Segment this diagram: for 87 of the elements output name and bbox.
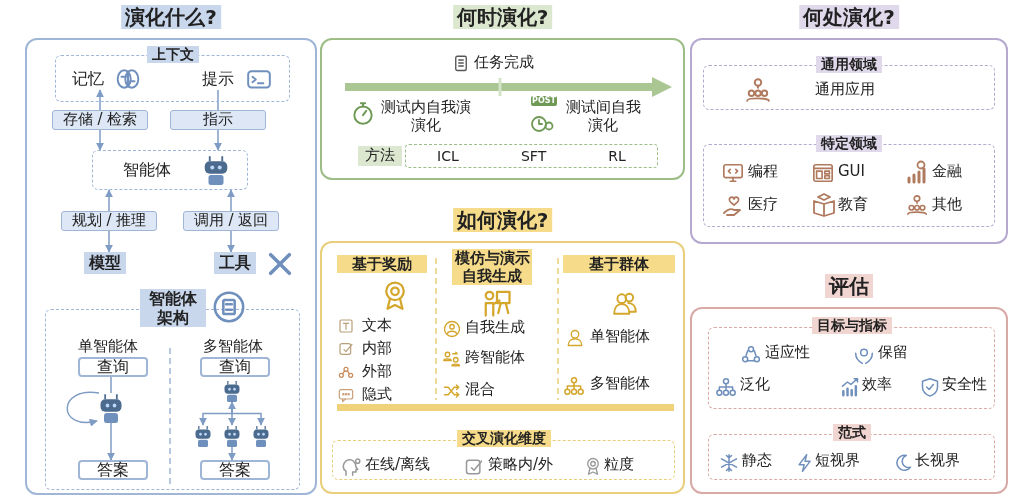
item-label: 泛化 — [740, 375, 770, 393]
item-label: 跨智能体 — [465, 348, 525, 366]
post-badge: POST — [531, 96, 557, 106]
item-label: 编程 — [748, 162, 778, 180]
context-label: 提示 — [198, 68, 238, 90]
item-label: 金融 — [932, 162, 962, 180]
method-row — [405, 144, 658, 168]
section-title: 何时演化? — [452, 5, 553, 29]
section-panel — [690, 274, 1008, 494]
item-label: 粒度 — [604, 455, 634, 473]
query-box: 答案 — [78, 460, 148, 480]
column-header: 模仿与演示自我生成 — [452, 249, 532, 285]
section-panel — [320, 5, 685, 180]
dashed-group-box — [708, 317, 995, 409]
dashed-group-box — [703, 135, 995, 227]
dashed-group-box — [703, 56, 995, 110]
item-label: 多智能体 — [590, 374, 650, 392]
item-label: 单智能体 — [77, 337, 139, 355]
agent-label: 智能体 — [123, 160, 171, 180]
agent-box — [92, 150, 248, 190]
group-heading: 通用领域 — [816, 56, 882, 73]
item-label: 测试内自我演演化 — [380, 98, 472, 134]
item-label: 效率 — [862, 375, 892, 393]
group-heading: 智能体架构 — [139, 289, 206, 328]
dashed-group-box — [55, 46, 290, 102]
item-label: 长视界 — [915, 451, 960, 469]
item-label: 安全性 — [942, 375, 987, 393]
edge-label: 指示 — [170, 110, 266, 130]
component-label: 模型 — [84, 252, 126, 274]
section-panel — [690, 5, 1008, 244]
dashed-group-box — [45, 289, 300, 490]
item-label: 教育 — [838, 195, 868, 213]
robot-icon — [222, 380, 242, 402]
robot-icon — [193, 425, 213, 447]
component-label: 工具 — [214, 252, 256, 274]
arrow — [66, 391, 100, 427]
group-heading: 上下文 — [146, 46, 199, 63]
item-label: 策略内/外 — [488, 455, 554, 473]
section-panel — [320, 208, 685, 494]
group-heading: 特定领域 — [816, 135, 882, 152]
query-box: 查询 — [200, 357, 270, 377]
arrow — [228, 401, 236, 426]
item-label: 单智能体 — [590, 327, 650, 345]
item-label: 其他 — [932, 195, 962, 213]
group-heading: 目标与指标 — [811, 317, 892, 334]
item-label: 静态 — [742, 451, 772, 469]
item-label: 混合 — [465, 380, 495, 398]
query-box: 查询 — [78, 357, 148, 377]
group-heading: 范式 — [832, 424, 871, 441]
item-label: 保留 — [878, 343, 908, 361]
method-label: RL — [608, 147, 626, 165]
context-label: 记忆 — [68, 68, 108, 90]
item-label: GUI — [838, 162, 866, 180]
section-title: 何处演化? — [799, 5, 899, 29]
item-label: 在线/离线 — [365, 455, 431, 473]
item-label: 多智能体 — [202, 337, 264, 355]
dashed-group-box — [708, 424, 995, 480]
item-label: 外部 — [362, 362, 392, 380]
item-label: 自我生成 — [465, 318, 525, 336]
robot-icon — [222, 425, 242, 447]
edge-label: 规划 / 推理 — [61, 211, 157, 231]
arrow — [228, 446, 236, 461]
item-label: 测试间自我演化 — [564, 98, 642, 134]
category-label: 通用应用 — [815, 80, 875, 98]
item-label: 任务完成 — [474, 53, 534, 71]
section-title: 演化什么? — [121, 5, 221, 29]
item-label: 医疗 — [748, 195, 778, 213]
group-heading: 交叉演化维度 — [456, 430, 551, 447]
item-label: 内部 — [362, 339, 392, 357]
method-label: ICL — [437, 147, 459, 165]
section-title: 如何演化? — [452, 208, 553, 232]
edge-label: 存储 / 检索 — [52, 110, 148, 130]
robot-icon — [251, 425, 271, 447]
edge-label: 调用 / 返回 — [183, 211, 279, 231]
item-label: 文本 — [362, 316, 392, 334]
item-label: 隐式 — [362, 385, 392, 403]
method-label: SFT — [520, 147, 547, 165]
section-title: 评估 — [825, 274, 873, 298]
query-box: 答案 — [200, 460, 270, 480]
column-header: 基于群体 — [563, 255, 675, 273]
arrow — [231, 401, 265, 426]
column-header: 基于奖励 — [337, 255, 427, 273]
dashed-group-box — [332, 430, 675, 480]
method-heading: 方法 — [358, 146, 402, 166]
item-label: 适应性 — [765, 343, 810, 361]
item-label: 短视界 — [815, 451, 860, 469]
arrow — [107, 422, 115, 461]
